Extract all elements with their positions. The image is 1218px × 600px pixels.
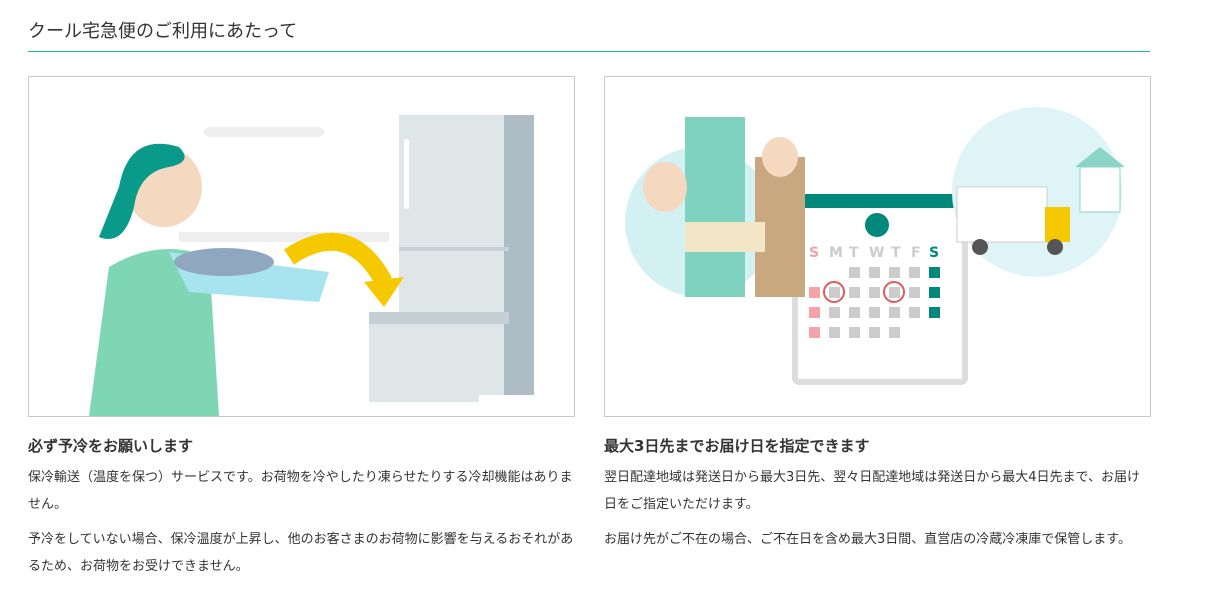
calendar-cell — [809, 327, 820, 338]
calendar-cell — [909, 287, 920, 298]
calendar-day: T — [849, 245, 859, 261]
card-paragraph: 翌日配達地域は発送日から最大3日先、翌々日配達地域は発送日から最大4日先まで、お… — [604, 470, 1141, 512]
card-delivery-date: S M T W T F S 最大3日先までお届け日を指定できます 翌日配達地域は… — [604, 76, 1151, 561]
calendar-day: S — [809, 245, 819, 261]
calendar-cell — [869, 267, 880, 278]
calendar-cell — [869, 307, 880, 318]
calendar-day: T — [891, 245, 901, 261]
calendar-cell — [869, 327, 880, 338]
calendar-cell — [889, 287, 900, 298]
calendar-cell — [829, 327, 840, 338]
card-paragraph: 予冷をしていない場合、保冷温度が上昇し、他のお客さまのお荷物に影響を与えるおそれ… — [28, 532, 574, 574]
calendar-cell — [809, 307, 820, 318]
calendar-cell — [849, 287, 860, 298]
calendar-day: S — [929, 245, 939, 261]
calendar-cell — [889, 267, 900, 278]
calendar-cell — [909, 307, 920, 318]
calendar-cell — [829, 307, 840, 318]
calendar-cell — [849, 307, 860, 318]
card-paragraph: お届け先がご不在の場合、ご不在日を含め最大3日間、直営店の冷蔵冷凍庫で保管します… — [604, 532, 1131, 547]
title-divider — [28, 51, 1150, 52]
calendar-cell — [849, 267, 860, 278]
calendar-cell — [889, 307, 900, 318]
card-paragraph: 保冷輸送（温度を保つ）サービスです。お荷物を冷やしたり凍らせたりする冷却機能はあ… — [28, 470, 573, 512]
card-heading: 最大3日先までお届け日を指定できます — [604, 437, 870, 455]
calendar-cell — [889, 327, 900, 338]
calendar-cell — [809, 287, 820, 298]
highlight-circle — [823, 281, 845, 303]
highlight-circle — [883, 281, 905, 303]
calendar-cell — [929, 267, 940, 278]
calendar-day: W — [869, 245, 884, 261]
delivery-date-illustration: S M T W T F S — [604, 76, 1151, 417]
calendar-cell — [929, 307, 940, 318]
card-precool: 必ず予冷をお願いします 保冷輸送（温度を保つ）サービスです。お荷物を冷やしたり凍… — [28, 76, 575, 588]
calendar-cell — [909, 267, 920, 278]
calendar-day: M — [829, 245, 843, 261]
calendar-cell — [849, 327, 860, 338]
calendar-cell — [869, 287, 880, 298]
page-title: クール宅急便のご利用にあたって — [28, 21, 298, 42]
calendar-day: F — [911, 245, 921, 261]
calendar-cell — [829, 287, 840, 298]
calendar-cell — [929, 287, 940, 298]
card-heading: 必ず予冷をお願いします — [28, 437, 194, 455]
precool-illustration — [28, 76, 575, 417]
